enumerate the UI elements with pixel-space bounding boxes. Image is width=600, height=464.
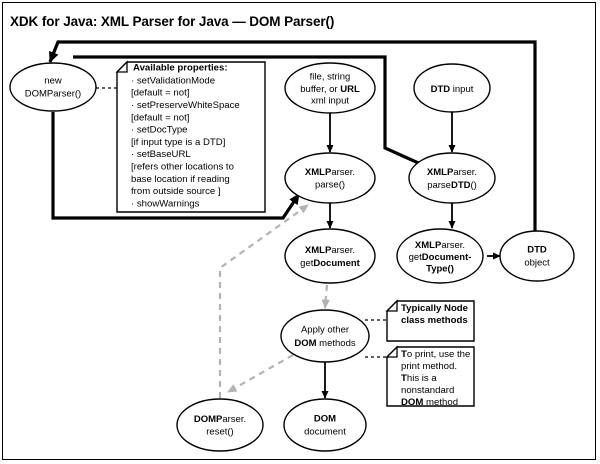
- node-xmlparser-parse[interactable]: XMLParser. parse(): [284, 152, 376, 204]
- note-available-properties: Available properties: · setValidationMod…: [115, 60, 266, 213]
- node-dom-document-line2: document: [304, 427, 346, 438]
- note-print-method: To print, use the print method. This is …: [385, 345, 475, 408]
- node-new-domparser-line2: DOMParser(): [25, 89, 81, 100]
- node-xmlparser-parse-line1: XMLParser.: [305, 167, 355, 178]
- node-apply-dom-methods-line2: DOM methods: [294, 338, 355, 349]
- diagram-border: [2, 2, 596, 460]
- node-dtd-object-line1: DTD: [527, 245, 547, 256]
- node-xmlparser-getdocument[interactable]: XMLParser. getDocument: [284, 228, 376, 284]
- node-new-domparser-line1: new: [44, 76, 62, 87]
- node-xmlparser-getdocument-line1: XMLParser.: [305, 245, 355, 256]
- node-xmlparser-parsedtd-line2: parseDTD(): [427, 180, 477, 191]
- node-dtd-object-line2: object: [524, 258, 550, 269]
- note-available-properties-lines: · setValidationMode [default = not]· set…: [131, 75, 240, 209]
- note-line: [if input type is a DTD]: [131, 137, 225, 148]
- node-xml-input-line3: xml input: [311, 96, 349, 107]
- note-line: · setPreserveWhiteSpace: [131, 100, 240, 111]
- node-xml-input-line2: buffer, or URL: [300, 84, 360, 95]
- node-domparser-reset-line1: DOMParser.: [194, 414, 246, 425]
- node-domparser-reset-line2: reset(): [206, 427, 233, 438]
- node-xmlparser-getdocumenttype-line2: getDocument-: [409, 252, 472, 263]
- node-dtd-object[interactable]: DTD object: [499, 230, 575, 282]
- note-print-method-line5: DOM method: [401, 397, 458, 408]
- node-xmlparser-parsedtd[interactable]: XMLParser. parseDTD(): [408, 152, 496, 204]
- node-new-domparser[interactable]: new DOMParser(): [9, 62, 97, 112]
- note-available-properties-title: Available properties:: [133, 62, 228, 73]
- node-xml-input[interactable]: file, string buffer, or URL xml input: [284, 62, 376, 114]
- note-line: [default = not]: [131, 112, 189, 123]
- note-line: · setDocType: [131, 125, 188, 136]
- node-apply-dom-methods-line1: Apply other: [301, 325, 349, 336]
- node-xmlparser-getdocumenttype[interactable]: XMLParser. getDocument- Type(): [396, 228, 484, 284]
- node-apply-dom-methods[interactable]: Apply other DOM methods: [280, 309, 370, 363]
- note-print-method-line1: To print, use the: [401, 349, 470, 360]
- note-node-class-methods: Typically Node class methods: [385, 299, 475, 342]
- note-line: [default = not]: [131, 88, 189, 99]
- edge-reset-to-parse: [218, 204, 309, 398]
- note-line: · showWarnings: [131, 198, 200, 209]
- note-line: base location if reading: [131, 174, 230, 185]
- note-line: · setValidationMode: [131, 75, 215, 86]
- node-xmlparser-parse-line2: parse(): [315, 180, 345, 191]
- edge-applydom-to-reset: [227, 354, 294, 393]
- note-node-class-methods-line1: Typically Node: [401, 303, 468, 314]
- node-dom-document-line1: DOM: [314, 414, 336, 425]
- note-line: [refers other locations to: [131, 162, 234, 173]
- page-title: XDK for Java: XML Parser for Java — DOM …: [10, 14, 335, 29]
- node-dtd-input-label: DTD input: [431, 84, 474, 95]
- note-print-method-line4: nonstandard: [401, 385, 454, 396]
- node-xml-input-line1: file, string: [310, 72, 351, 83]
- edge-getdocument-to-applydom: [321, 284, 330, 309]
- edge-domparser-to-parse: [51, 112, 301, 220]
- note-node-class-methods-line2: class methods: [401, 315, 468, 326]
- note-line: from outside source ]: [131, 186, 221, 197]
- note-print-method-line3: This is a: [401, 373, 437, 384]
- edge-top-to-parsedtd: [73, 55, 435, 172]
- note-print-method-line2: print method.: [401, 361, 457, 372]
- node-xmlparser-parsedtd-line1: XMLParser.: [427, 167, 477, 178]
- node-dom-document[interactable]: DOM document: [283, 398, 367, 452]
- node-domparser-reset[interactable]: DOMParser. reset(): [176, 398, 264, 452]
- node-xmlparser-getdocumenttype-line3: Type(): [426, 264, 454, 275]
- edge-dtdobject-to-domparser: [48, 40, 537, 240]
- node-xmlparser-getdocumenttype-line1: XMLParser.: [415, 240, 465, 251]
- note-line: · setBaseURL: [131, 149, 191, 160]
- node-dtd-input[interactable]: DTD input: [413, 63, 491, 113]
- node-xmlparser-getdocument-line2: getDocument: [300, 258, 361, 269]
